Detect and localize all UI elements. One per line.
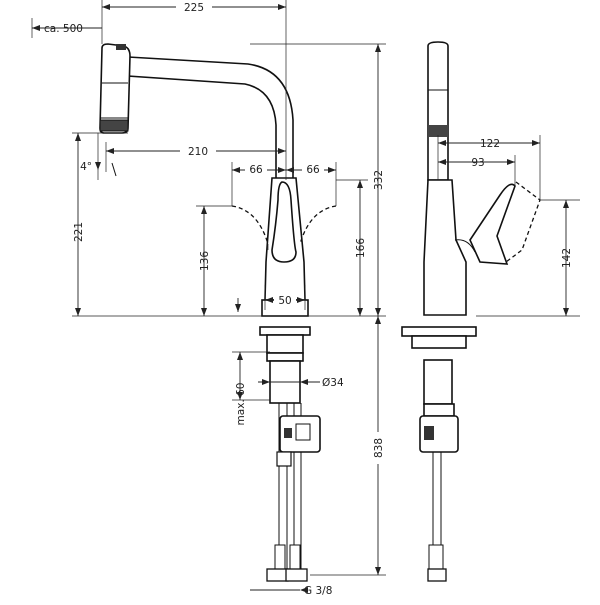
label-hose-extension: ca. 500 — [44, 23, 83, 35]
label-handle-height-left: 136 — [199, 251, 211, 271]
swing-arc-right — [299, 205, 337, 245]
label-spout-height: 221 — [73, 222, 85, 242]
label-lever-reach-inner: 93 — [471, 157, 484, 169]
spout-tube — [127, 56, 294, 181]
side-counter-plate — [401, 326, 477, 337]
label-tilt-angle: 4° — [80, 161, 92, 173]
label-lever-reach-outer: 122 — [480, 138, 500, 150]
label-base-width: 50 — [278, 295, 291, 307]
side-faucet — [401, 41, 541, 582]
mount-nut — [266, 334, 304, 354]
side-valve-box — [419, 415, 459, 453]
label-spout-reach: 210 — [188, 146, 208, 158]
label-hose-length: 838 — [373, 438, 385, 458]
side-lever — [469, 183, 516, 265]
faucet-lever — [271, 181, 297, 263]
label-max-thickness: max. 60 — [235, 383, 247, 426]
side-spray-head — [427, 41, 449, 181]
label-total-height: 332 — [373, 170, 385, 190]
label-lever-height: 142 — [561, 248, 573, 268]
dimension-lines — [31, 0, 580, 591]
label-swing-left: 66 — [249, 164, 263, 176]
label-swing-right: 66 — [306, 164, 320, 176]
dimension-labels: 225 ca. 500 210 4° 66 66 221 136 166 332… — [44, 0, 573, 597]
front-faucet — [99, 43, 337, 582]
label-overall-width: 225 — [184, 2, 204, 14]
label-handle-height-right: 166 — [355, 238, 367, 258]
dimension-arrows — [32, 4, 569, 593]
label-connection-thread: G 3/8 — [304, 585, 332, 597]
label-shank-diameter: Ø34 — [322, 377, 344, 389]
counter-plate — [259, 326, 311, 336]
swing-arc-left — [231, 205, 269, 245]
side-body — [423, 179, 467, 316]
